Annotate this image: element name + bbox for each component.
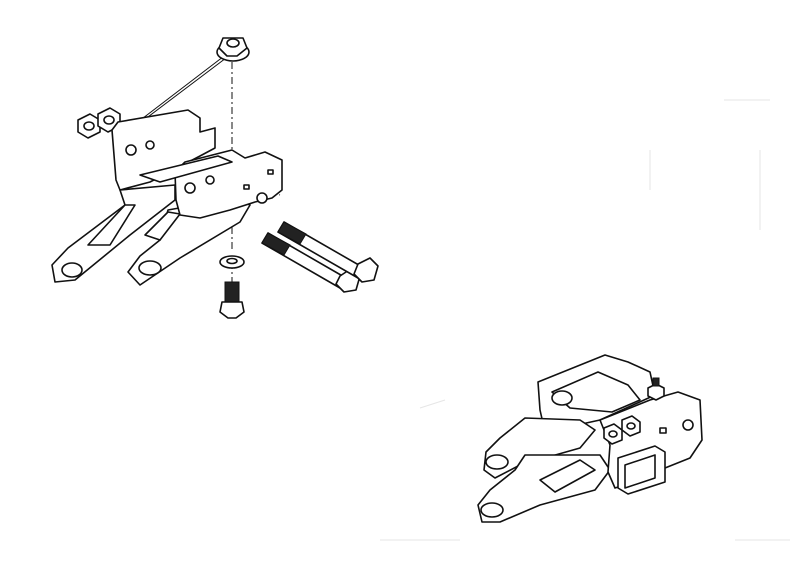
assembled-cross-tube <box>551 371 641 413</box>
receiver-opening <box>624 454 656 489</box>
assembled-upper-arm <box>483 417 596 479</box>
exploded-assembly-view <box>51 37 379 319</box>
rear-bracket-plate <box>111 109 216 191</box>
hex-nut-1 <box>77 113 101 139</box>
top-nut <box>216 37 250 62</box>
assembled-top-nut <box>647 377 665 401</box>
front-slot <box>659 427 667 434</box>
upper-arm-hole <box>485 454 509 470</box>
long-bolt-2 <box>277 221 379 283</box>
assembled-nut-1 <box>603 423 623 445</box>
front-plate-hole-3 <box>256 192 268 204</box>
bottom-bolt <box>219 281 245 319</box>
rear-plate-hole-1 <box>125 144 137 156</box>
cross-tube-end <box>551 390 573 406</box>
rear-plate-hole-2 <box>145 140 155 150</box>
top-tube <box>139 155 233 183</box>
background-marks <box>380 99 790 541</box>
right-arm-hole <box>138 260 162 276</box>
lower-arm-hole <box>480 502 504 518</box>
left-arm-hole <box>61 262 83 278</box>
assembled-gusset <box>539 459 596 493</box>
front-plate-slot-2 <box>243 184 250 190</box>
front-plate-hole-1 <box>184 182 196 194</box>
left-arm-gusset <box>87 204 136 246</box>
assembled-view <box>477 354 703 523</box>
front-plate-hole-2 <box>205 175 215 185</box>
front-hole <box>682 419 694 431</box>
assembled-nut-2 <box>621 415 641 437</box>
front-plate-slot-1 <box>267 169 274 175</box>
washer <box>219 255 245 269</box>
